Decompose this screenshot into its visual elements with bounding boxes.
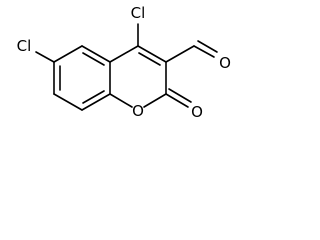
atom-label-cl-top: Cl (131, 4, 146, 22)
bond-c4a-c5 (81, 45, 111, 63)
bond-c7-c8 (53, 93, 83, 111)
atom-label-o-carbonyl: O (191, 103, 203, 121)
bond-cho-o (193, 45, 215, 58)
atom-label-o-aldehyde: O (219, 54, 231, 72)
bond-c2-o1 (143, 93, 167, 108)
bond-c8-c8a-inner (82, 90, 105, 104)
bond-c2-o-carbonyl-inner (168, 88, 192, 103)
pyranone-ring (109, 45, 167, 108)
bond-c5-c6 (53, 45, 83, 63)
molecule-structure: Cl Cl O O O (17, 4, 231, 121)
bond-c4-c3-inner (138, 52, 161, 66)
bond-c2-o-carbonyl (165, 93, 189, 108)
bond-c6-cl (35, 51, 55, 63)
bond-c3-cho (165, 45, 195, 63)
atom-label-cl-left: Cl (17, 37, 32, 55)
bond-o1-c8a (109, 93, 133, 108)
bond-c4-c3 (137, 45, 167, 63)
atom-label-o-ring: O (132, 102, 144, 120)
substituent-bonds (35, 23, 218, 108)
bond-c4a-c5-inner (82, 52, 105, 66)
bond-c4a-c4 (109, 45, 139, 63)
atom-labels: Cl Cl O O O (17, 4, 231, 121)
bond-c8-c8a (81, 93, 111, 111)
benzene-ring (53, 45, 111, 111)
bond-cho-o-inner (197, 40, 218, 53)
